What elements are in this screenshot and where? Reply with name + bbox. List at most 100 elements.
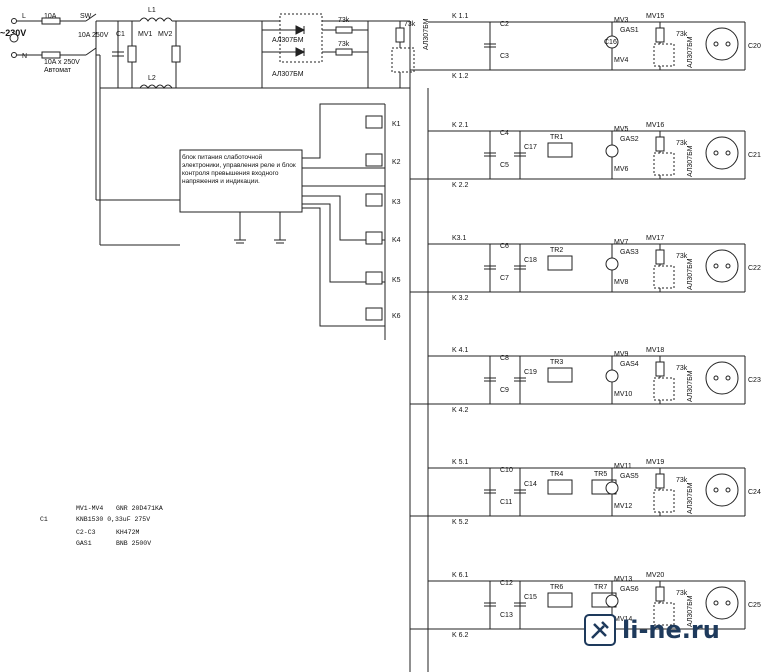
legend-value: BNB 2500V — [116, 540, 151, 547]
cap-top-label: C6 — [500, 243, 509, 250]
led-label: АЛ307БМ — [687, 482, 694, 514]
varistor-top-label: MV13 — [614, 576, 632, 583]
channel-4: K 4.1K 4.2C8C9C19TR3MV9MV10GAS4MV1873kАЛ… — [410, 347, 761, 414]
cap-bottom-label: C11 — [500, 499, 512, 506]
cap-top-label: C4 — [500, 130, 509, 137]
resistor-label: 73k — [676, 477, 688, 484]
resistor-2 — [335, 48, 353, 56]
gas-discharge-tube — [605, 35, 619, 49]
led-label-4: АЛ307БМ — [423, 18, 430, 50]
resistor-1 — [335, 26, 353, 34]
relay-k3 — [365, 193, 383, 207]
gas-discharge-tube — [605, 144, 619, 158]
cap-bottom-label: C3 — [500, 53, 509, 60]
resistor-label: 73k — [676, 31, 688, 38]
resistor — [655, 136, 665, 152]
cap-mid-label: C19 — [524, 369, 537, 376]
legend-value: KNB1530 0,33uF 275V — [76, 516, 150, 523]
channel-3: K3.1K 3.2C6C7C18TR2MV7MV8GAS3MV1773kАЛ30… — [410, 235, 761, 302]
switch-label: SW — [80, 13, 92, 20]
transformer-label: TR2 — [550, 247, 563, 254]
varistor-out-label: MV15 — [646, 13, 664, 20]
terminal-n — [11, 52, 17, 58]
relay-k6-label: K6 — [392, 313, 401, 320]
cap-mid-label: C15 — [524, 594, 537, 601]
socket-pin-left — [713, 600, 719, 606]
gas-label: GAS4 — [620, 361, 639, 368]
cap-top-label: C12 — [500, 580, 513, 587]
breaker-label: 10A x 250V — [44, 59, 80, 66]
led-4 — [391, 47, 415, 73]
watermark-text: li-ne.ru — [622, 616, 720, 644]
watermark: li-ne.ru — [584, 610, 720, 650]
led-indicator — [653, 152, 675, 176]
led-indicator — [653, 265, 675, 289]
relay-contact-bottom: K 5.2 — [452, 519, 468, 526]
varistor-out-label: MV16 — [646, 122, 664, 129]
legend-value: KH472M — [116, 529, 140, 536]
resistor-label: 73k — [676, 590, 688, 597]
led-label: АЛ307БМ — [687, 36, 694, 68]
relay-k1 — [365, 115, 383, 129]
transformer-label: TR1 — [550, 134, 563, 141]
relay-k5 — [365, 271, 383, 285]
transformer-label: TR7 — [594, 584, 607, 591]
resistor — [655, 27, 665, 43]
relay-k4-label: K4 — [392, 237, 401, 244]
gas-discharge-tube — [605, 257, 619, 271]
terminal-l — [11, 18, 17, 24]
breaker — [41, 51, 61, 59]
transformer-label: TR6 — [550, 584, 563, 591]
gas-label: GAS5 — [620, 473, 639, 480]
led-label: АЛ307БМ — [687, 595, 694, 627]
relay-contact-bottom: K 3.2 — [452, 295, 468, 302]
relay-contact-top: K 5.1 — [452, 459, 468, 466]
transformer-label: TR3 — [550, 359, 563, 366]
socket-label: C22 — [748, 265, 761, 272]
cap-top-label: C2 — [500, 21, 509, 28]
relay-contact-bottom: K 1.2 — [452, 73, 468, 80]
varistor-bottom-label: MV8 — [614, 279, 629, 286]
socket-pin-right — [725, 375, 731, 381]
cap-bottom-label: C9 — [500, 387, 509, 394]
socket-label: C23 — [748, 377, 761, 384]
gas-label: GAS1 — [620, 27, 639, 34]
fuse-label: 10A — [44, 13, 57, 20]
socket-icon — [705, 361, 739, 395]
legend-ref: GAS1 — [76, 540, 92, 547]
relay-contact-top: K 4.1 — [452, 347, 468, 354]
cap-out-label: C16 — [604, 39, 617, 46]
relay-k1-label: K1 — [392, 121, 401, 128]
socket-pin-right — [725, 263, 731, 269]
varistor-out-label: MV20 — [646, 572, 664, 579]
varistor-top-label: MV11 — [614, 463, 632, 470]
emi-filter: L1 L2 C1 MV1 MV2 — [112, 7, 410, 89]
gas-label: GAS2 — [620, 136, 639, 143]
cap-bottom-label: C5 — [500, 162, 509, 169]
relay-contact-top: K 1.1 — [452, 13, 468, 20]
mains-input: ~230V L N 10A SW 10A 250V 10A x 250V Авт… — [0, 13, 410, 246]
resistor-label-1: 73k — [338, 17, 350, 24]
output-channels: K 1.1K 1.2C2C3MV3MV4GAS1C16MV1573kАЛ307Б… — [410, 13, 761, 639]
socket-icon — [705, 249, 739, 283]
resistor-label: 73k — [676, 140, 688, 147]
socket-pin-right — [725, 487, 731, 493]
socket-pin-right — [725, 600, 731, 606]
varistor-mv2 — [171, 45, 181, 63]
varistor-out-label: MV17 — [646, 235, 664, 242]
earth-terminal — [9, 33, 19, 43]
channel-2: K 2.1K 2.2C4C5C17TR1MV5MV6GAS2MV1673kАЛ3… — [410, 122, 761, 189]
varistor-top-label: MV3 — [614, 17, 629, 24]
varistor-bottom-label: MV4 — [614, 57, 629, 64]
inductor-l1 — [139, 17, 173, 22]
cap-top-label: C8 — [500, 355, 509, 362]
socket-pin-left — [713, 150, 719, 156]
relay-k6 — [365, 307, 383, 321]
led-indicator — [653, 489, 675, 513]
led-indicator — [653, 43, 675, 67]
gas-discharge-tube — [605, 481, 619, 495]
